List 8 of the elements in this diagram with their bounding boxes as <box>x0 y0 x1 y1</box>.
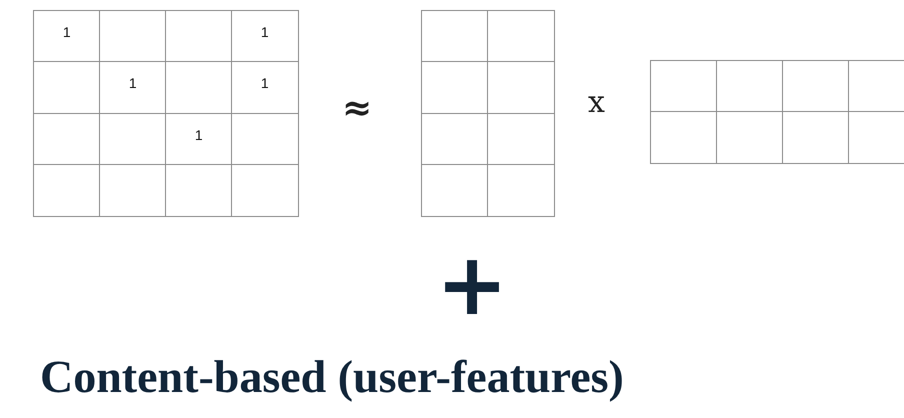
times-sign: x <box>588 88 605 118</box>
matrix-cell: 1 <box>231 10 298 63</box>
matrix-cell: 1 <box>33 10 100 63</box>
plus-sign: + <box>436 242 508 328</box>
matrix-cell: 1 <box>99 61 166 114</box>
matrix-cell: 1 <box>231 61 298 114</box>
approx-sign: ≈ <box>342 90 372 126</box>
caption: Content-based (user-features) <box>40 352 624 403</box>
